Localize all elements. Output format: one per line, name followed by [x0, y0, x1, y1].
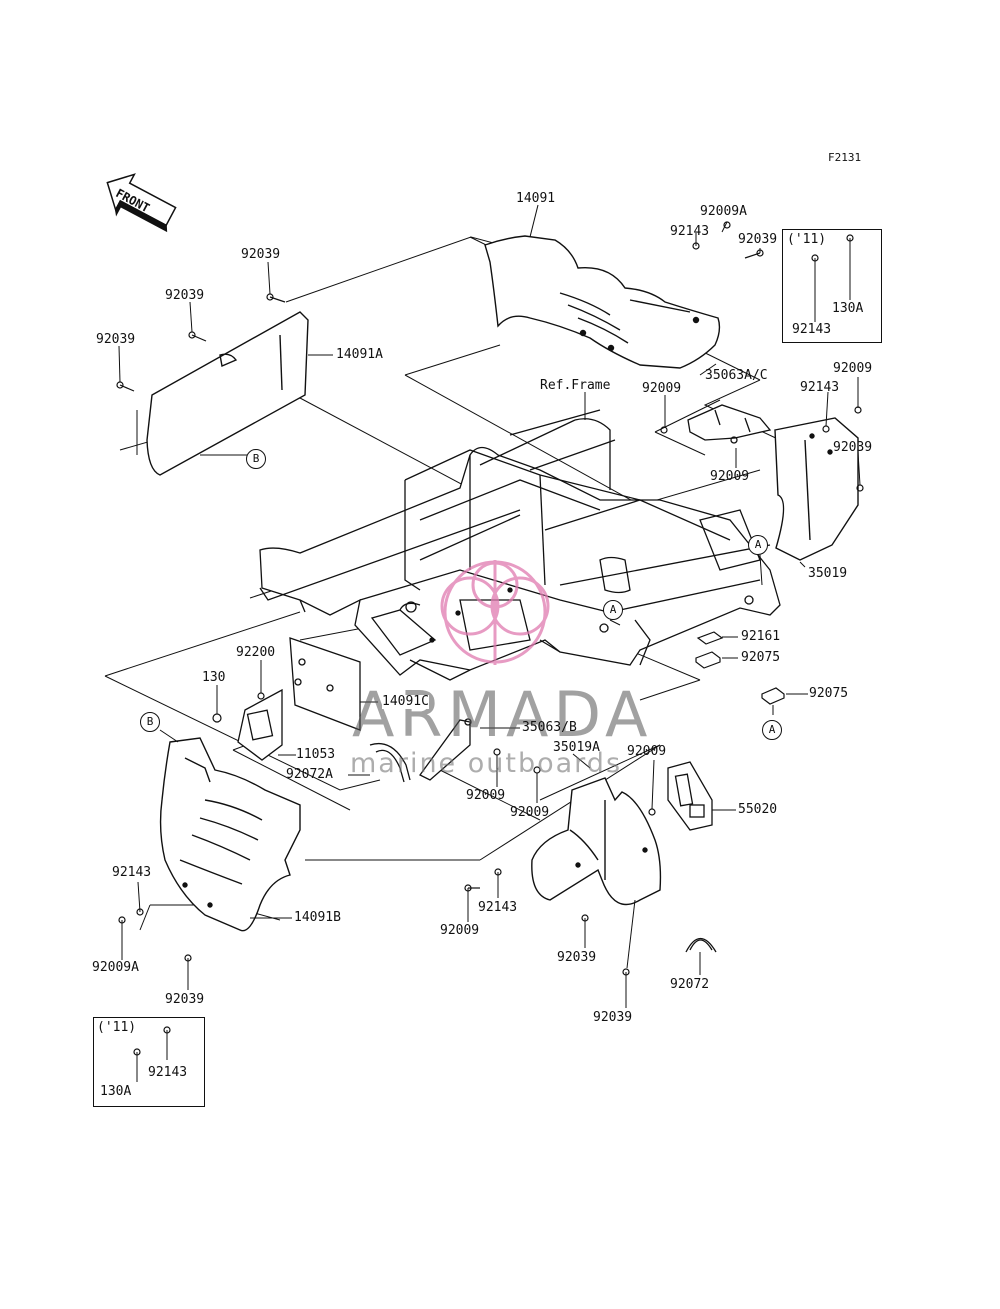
bracket-35063AC	[687, 404, 772, 444]
cover-14091B	[159, 737, 301, 932]
part-callout: 14091A	[336, 347, 383, 362]
leader-lines	[118, 204, 861, 1082]
figure-code: F2131	[828, 151, 862, 164]
part-callout: 55020	[738, 802, 778, 817]
part-callout: 92009	[627, 744, 667, 759]
part-callout: 92009	[440, 923, 480, 938]
part-callout: 92161	[741, 629, 781, 644]
watermark-tagline: marine outboards	[350, 748, 623, 779]
reference-marker-a: A	[762, 720, 782, 740]
watermark-brand: ARMADA	[352, 678, 653, 751]
part-callout: 92039	[165, 288, 205, 303]
inset-top-part-1: 130A	[832, 301, 864, 316]
part-callout: 92039	[833, 440, 873, 455]
inset-box-bottom	[93, 1017, 205, 1107]
part-callout: 14091B	[294, 910, 341, 925]
part-callout: 92143	[478, 900, 518, 915]
cover-35019A	[531, 777, 662, 906]
band-92072A	[369, 718, 472, 783]
part-callout: 92009	[466, 788, 506, 803]
part-callout: 92143	[112, 865, 152, 880]
inset-box-top	[782, 229, 882, 343]
part-callout: 92039	[96, 332, 136, 347]
part-callout: 14091	[516, 191, 556, 206]
inset-bottom-year: ('11)	[97, 1020, 137, 1035]
reference-marker-b: B	[246, 449, 266, 469]
part-callout: 92009A	[92, 960, 139, 975]
reference-marker-a: A	[748, 535, 768, 555]
part-callout: Ref.Frame	[540, 378, 611, 393]
part-callout: 92200	[236, 645, 276, 660]
plate-14091C	[237, 637, 361, 761]
part-callout: 92075	[809, 686, 849, 701]
inset-top-year: ('11)	[787, 232, 827, 247]
bracket-55020	[667, 761, 713, 831]
part-callout: 92039	[241, 247, 281, 262]
part-callout: 92072A	[286, 767, 333, 782]
part-callout: 92143	[800, 380, 840, 395]
part-callout: 35019	[808, 566, 848, 581]
part-callout: 11053	[296, 747, 336, 762]
cover-35019	[774, 417, 859, 561]
ring-92072	[685, 937, 717, 953]
part-callout: 92075	[741, 650, 781, 665]
part-callout: 130	[202, 670, 226, 685]
part-callout: 92009	[710, 469, 750, 484]
part-callout: 92039	[557, 950, 597, 965]
inset-bottom-part-2: 130A	[100, 1084, 132, 1099]
front-arrow-icon	[106, 173, 177, 233]
pads	[695, 631, 785, 705]
part-callout: 92143	[670, 224, 710, 239]
part-callout: 92009	[510, 805, 550, 820]
part-callout: 92072	[670, 977, 710, 992]
reference-marker-a: A	[603, 600, 623, 620]
part-callout: 92009	[642, 381, 682, 396]
inset-bottom-part-1: 92143	[148, 1065, 188, 1080]
main-frame	[259, 409, 781, 681]
part-callout: 35063/B	[522, 720, 577, 735]
part-callout: 92039	[738, 232, 778, 247]
inset-top-part-2: 92143	[792, 322, 832, 337]
part-callout: 92009	[833, 361, 873, 376]
part-callout: 35063A/C	[705, 368, 768, 383]
panel-14091A	[146, 311, 309, 476]
watermark-logo	[440, 560, 550, 665]
cover-14091	[484, 235, 721, 369]
part-callout: 92009A	[700, 204, 747, 219]
part-callout: 92039	[593, 1010, 633, 1025]
part-callout: 14091C	[382, 694, 429, 709]
reference-marker-b: B	[140, 712, 160, 732]
part-callout: 35019A	[553, 740, 600, 755]
part-callout: 92039	[165, 992, 205, 1007]
